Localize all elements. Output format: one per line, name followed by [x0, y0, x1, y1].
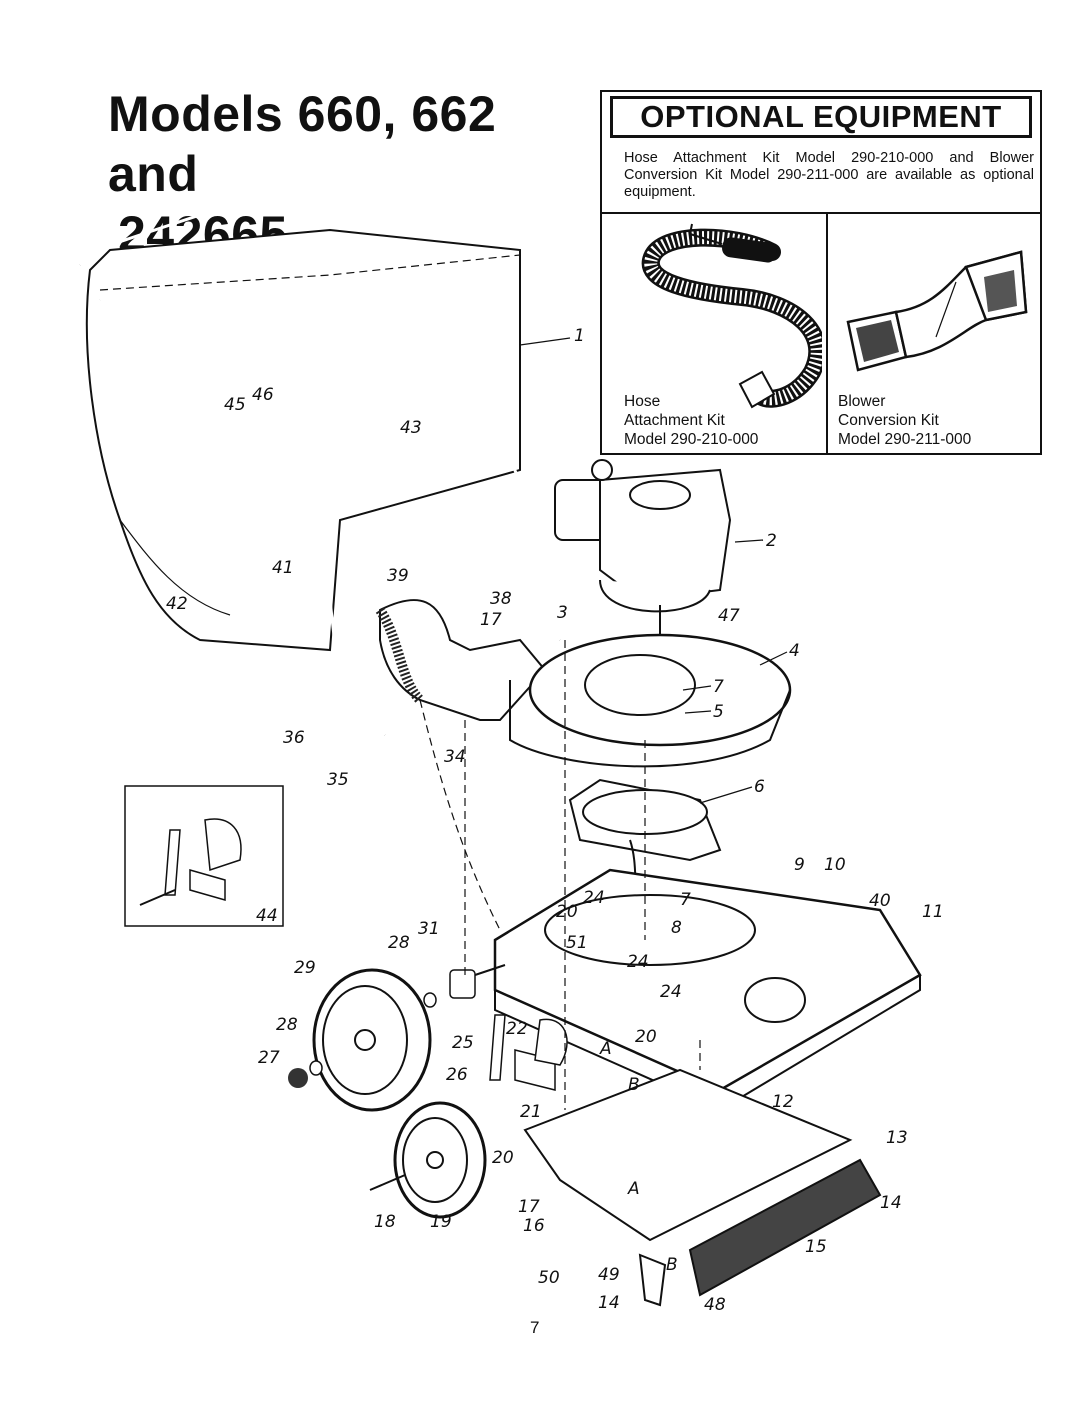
callout-17b: 17: [480, 610, 502, 630]
optional-equipment-description: Hose Attachment Kit Model 290-210-000 an…: [624, 150, 1034, 200]
divider: [826, 212, 828, 453]
callout-25: 25: [452, 1033, 474, 1053]
callout-A1: A: [599, 1039, 612, 1059]
callout-51: 51: [566, 933, 588, 953]
callout-24c: 24: [660, 982, 682, 1002]
callouts: 1 2 3 4 5 6 7 7 8 9 10 40 11 12 13 14 14…: [166, 326, 944, 1315]
callout-A2: A: [627, 1179, 640, 1199]
callout-3: 3: [557, 603, 568, 623]
optional-equipment-box: OPTIONAL EQUIPMENT Hose Attachment Kit M…: [600, 90, 1042, 455]
callout-18: 18: [374, 1212, 396, 1232]
callout-17a: 17: [518, 1197, 540, 1217]
callout-4: 4: [789, 641, 800, 661]
front-wheel: [393, 1101, 487, 1219]
blower-conversion-kit-illustration: [846, 250, 1028, 372]
blower-kit-line-1: Blower: [838, 393, 886, 410]
callout-7a: 7: [713, 677, 724, 697]
callout-27: 27: [258, 1048, 280, 1068]
callout-43: 43: [400, 418, 422, 438]
callout-20b: 20: [635, 1027, 657, 1047]
callout-34: 34: [444, 747, 466, 767]
blower-kit-line-2: Conversion Kit: [838, 412, 939, 429]
callout-26: 26: [446, 1065, 468, 1085]
blower-kit-line-3: Model 290-211-000: [838, 431, 972, 448]
callout-22: 22: [506, 1019, 528, 1039]
engine: [554, 459, 732, 640]
callout-12: 12: [772, 1092, 794, 1112]
callout-2: 2: [766, 531, 777, 551]
callout-21: 21: [520, 1102, 542, 1122]
callout-6: 6: [754, 777, 765, 797]
callout-36: 36: [283, 728, 305, 748]
blower-kit-caption: Blower Conversion Kit Model 290-211-000: [838, 392, 971, 449]
callout-40: 40: [869, 891, 891, 911]
callout-20c: 20: [556, 902, 578, 922]
lower-plate: [523, 1068, 882, 1307]
callout-11: 11: [922, 902, 944, 922]
callout-28a: 28: [276, 1015, 298, 1035]
discharge-chute: [375, 599, 547, 931]
callout-14b: 14: [598, 1293, 620, 1313]
page-number: 7: [530, 1318, 540, 1337]
base-deck: [493, 868, 922, 1112]
callout-47: 47: [718, 606, 740, 626]
divider: [602, 212, 1040, 214]
callout-42: 42: [166, 594, 188, 614]
callout-15: 15: [805, 1237, 827, 1257]
callout-B2: B: [666, 1255, 678, 1275]
callout-48: 48: [704, 1295, 726, 1315]
callout-38: 38: [490, 589, 512, 609]
hose-kit-line-2: Attachment Kit: [624, 412, 725, 429]
callout-31: 31: [418, 919, 440, 939]
callout-1: 1: [574, 326, 585, 346]
callout-7b: 7: [680, 890, 691, 910]
callout-16: 16: [523, 1216, 545, 1236]
callout-50: 50: [538, 1268, 560, 1288]
callout-10: 10: [824, 855, 846, 875]
callout-45: 45: [224, 395, 246, 415]
callout-35: 35: [327, 770, 349, 790]
hose-attachment-kit-illustration: [641, 223, 822, 409]
rear-wheel: [312, 968, 432, 1112]
callout-B1: B: [628, 1075, 640, 1095]
handle-frame: [79, 180, 562, 737]
collection-bag: [85, 228, 521, 652]
callout-19: 19: [430, 1212, 452, 1232]
blower-housing: [509, 633, 792, 768]
hose-kit-line-1: Hose: [624, 393, 661, 410]
callout-9: 9: [794, 855, 805, 875]
hose-kit-line-3: Model 290-210-000: [624, 431, 759, 448]
callout-24b: 24: [627, 952, 649, 972]
callout-46: 46: [252, 385, 274, 405]
callout-44: 44: [256, 906, 278, 926]
callout-49: 49: [598, 1265, 620, 1285]
callout-24a: 24: [583, 888, 605, 908]
callout-13: 13: [886, 1128, 908, 1148]
callout-14a: 14: [880, 1193, 902, 1213]
axle-parts: [288, 964, 568, 1191]
title-line-1: Models 660, 662 and: [108, 86, 497, 202]
optional-equipment-heading: OPTIONAL EQUIPMENT: [610, 96, 1032, 138]
callout-29: 29: [294, 958, 316, 978]
callout-39: 39: [387, 566, 409, 586]
height-adjuster-detail: [124, 785, 284, 927]
callout-5: 5: [713, 702, 724, 722]
callout-20a: 20: [492, 1148, 514, 1168]
hose-kit-caption: Hose Attachment Kit Model 290-210-000: [624, 392, 758, 449]
page-title: Models 660, 662 and 242665: [108, 84, 578, 264]
callout-8: 8: [671, 918, 682, 938]
callout-28b: 28: [388, 933, 410, 953]
callout-41: 41: [272, 558, 294, 578]
